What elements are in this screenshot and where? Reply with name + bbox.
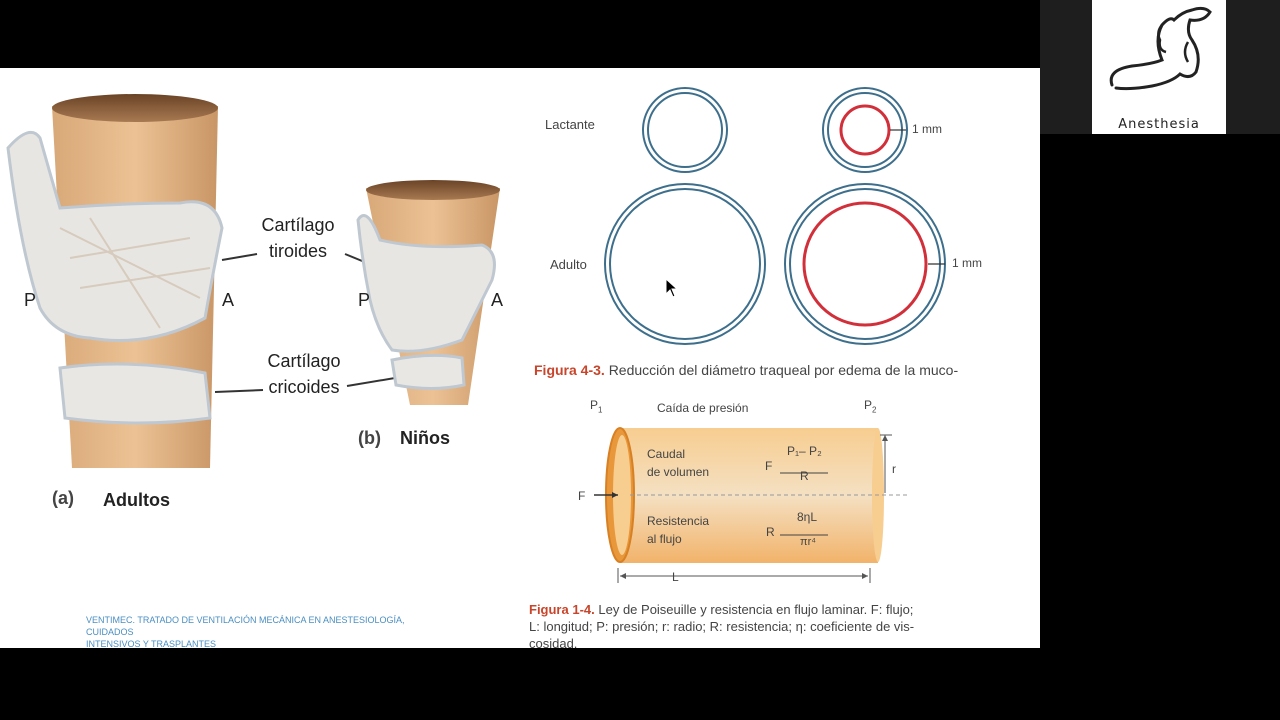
row-label-adulto: Adulto [550,257,587,272]
resistance-denominator: πr⁴ [800,536,816,548]
mm-label-adulto: 1 mm [952,256,982,270]
logo-text: Anesthesia [1118,117,1200,132]
flow-numerator: P₁– P₂ [787,444,822,458]
radius-label: r [892,462,896,476]
mm-label-lactante: 1 mm [912,122,942,136]
source-footer: VENTIMEC. TRATADO DE VENTILACIÓN MECÁNIC… [86,614,446,648]
flow-symbol: F [765,459,773,473]
figure-1-4-line3: cosidad. [529,636,578,648]
adult-a-label: A [222,290,235,310]
child-a-label: A [491,290,504,310]
child-p-label: P [358,290,371,310]
child-caption: Niños [400,428,451,448]
label-cartilago-cricoides: Cartílago cricoides [267,351,341,397]
p2-label: P2 [864,398,877,415]
poiseuille-tube-diagram [594,427,910,583]
adult-letter: (a) [52,488,74,508]
footer-line-2: INTENSIVOS Y TRASPLANTES [86,639,217,648]
flow-denominator: R [800,469,809,483]
pressure-drop-label: Caída de presión [657,401,749,415]
resistance-label-1: Resistencia [647,514,710,528]
flow-label-2: de volumen [647,465,710,479]
flow-arrow-label: F [578,489,586,503]
adult-larynx-illustration [6,94,224,468]
length-label: L [672,570,679,584]
adult-caption: Adultos [103,490,170,510]
figure-4-3-text: Reducción del diámetro traqueal por edem… [608,362,959,378]
mouse-cursor-icon [665,278,679,298]
child-letter: (b) [358,428,381,448]
logo-icon [1109,6,1212,91]
figure-1-4-line2: L: longitud; P: presión; r: radio; R: re… [529,619,915,634]
resistance-label-2: al flujo [647,532,682,546]
figure-4-3-number: Figura 4-3. [534,362,605,378]
figure-4-3-caption: Figura 4-3. Reducción del diámetro traqu… [534,362,1024,379]
resistance-numerator: 8ηL [797,510,818,524]
figure-1-4-line1: Ley de Poiseuille y resistencia en flujo… [598,602,914,617]
label-cartilago-tiroides: Cartílago tiroides [261,215,335,261]
adult-p-label: P [24,290,37,310]
flow-label-1: Caudal [647,447,686,461]
child-larynx-illustration [356,180,500,405]
trachea-rings-diagram [604,87,946,345]
resistance-symbol: R [766,525,775,539]
footer-line-1: VENTIMEC. TRATADO DE VENTILACIÓN MECÁNIC… [86,615,405,637]
leader-lines [215,253,395,393]
figure-1-4-number: Figura 1-4. [529,602,595,617]
slide: P A Cartílago tiroides Cartílago cricoid… [0,68,1040,648]
logo-box: Anesthesia [1092,0,1226,134]
row-label-lactante: Lactante [545,117,595,132]
figure-1-4-caption: Figura 1-4. Ley de Poiseuille y resisten… [529,601,1029,648]
p1-label: P1 [590,398,603,415]
